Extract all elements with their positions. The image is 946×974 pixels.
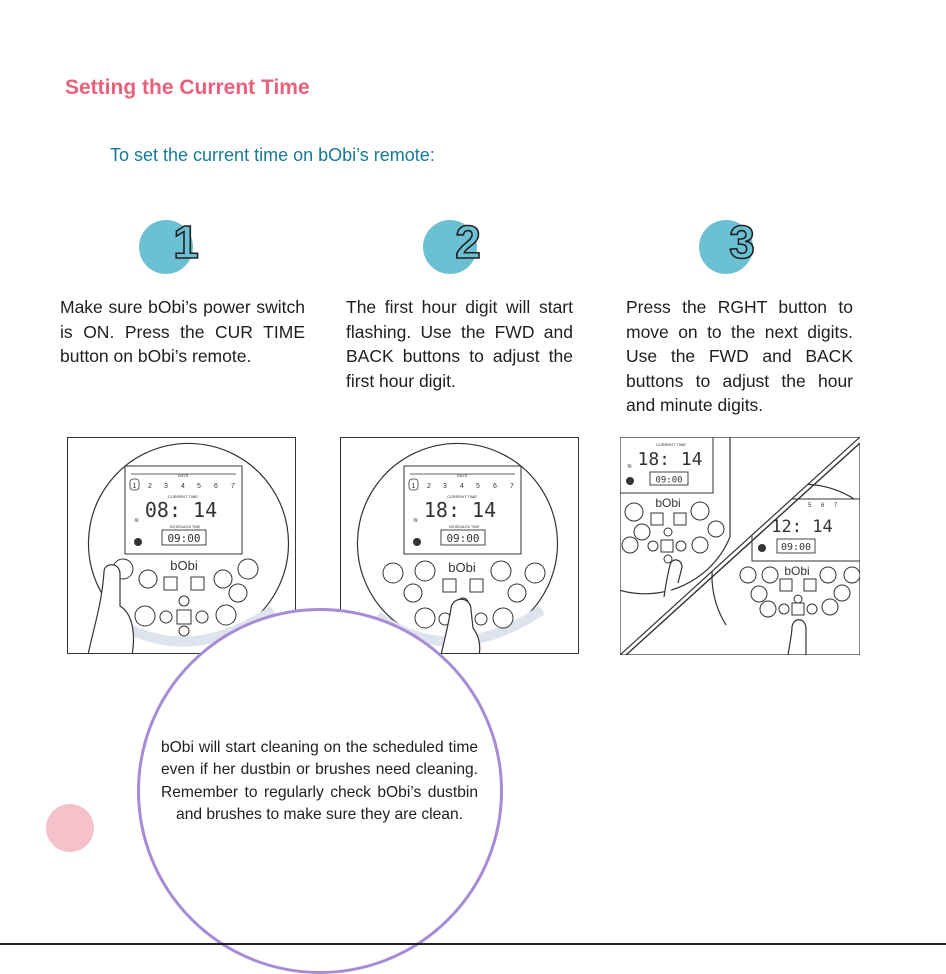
scheduled-time-label: SCHEDULED TIME — [449, 525, 481, 529]
step-1-number: 1 — [173, 216, 199, 268]
svg-text:≋: ≋ — [627, 464, 632, 470]
step-1-text: Make sure bObi’s power switch is ON. Pre… — [60, 297, 305, 366]
day-2: 2 — [427, 483, 431, 490]
day-2: 2 — [148, 483, 152, 490]
current-time-display: 18: 14 — [424, 498, 496, 522]
day-4: 4 — [460, 483, 464, 490]
current-time-label: CURRENT TIME — [447, 494, 477, 499]
brand-logo: bObi — [170, 558, 198, 573]
remote-illustration-1: DAYS 1 2 3 4 5 6 7 CURRENT TIME 08: 14 ≋… — [67, 437, 296, 654]
day-4: 4 — [181, 483, 185, 490]
step-2-text: The first hour digit will start flashing… — [346, 297, 573, 391]
tip-note-text: bObi will start cleaning on the schedule… — [161, 739, 478, 824]
remote-illustration-2: DAYS 1 2 3 4 5 6 7 CURRENT TIME 18: 14 ≋… — [340, 437, 579, 654]
day-6: 6 — [214, 483, 218, 490]
tip-callout-circle — [137, 608, 503, 974]
svg-text:≋: ≋ — [134, 518, 139, 524]
step-3-badge-graphic: 3 — [699, 215, 756, 274]
day-7: 7 — [510, 483, 514, 490]
day-header: DAYS — [178, 473, 189, 478]
step-2-badge: 2 — [420, 215, 590, 278]
remote-illustration-3: 5 6 7 12: 14 09:00 bObi CURRENT TIME 18:… — [620, 437, 860, 655]
day-6: 6 — [493, 483, 497, 490]
day-7: 7 — [834, 503, 838, 509]
day-header: DAYS — [457, 473, 468, 478]
step-3-badge: 3 — [696, 215, 866, 278]
day-7: 7 — [231, 483, 235, 490]
current-time-label: CURRENT TIME — [168, 494, 198, 499]
scheduled-time-display: 09:00 — [781, 542, 811, 553]
step-2-badge-graphic: 2 — [423, 215, 482, 274]
step-3-number: 3 — [729, 216, 755, 268]
brand-logo: bObi — [784, 564, 809, 578]
current-time-label: CURRENT TIME — [656, 442, 686, 447]
day-3: 3 — [164, 483, 168, 490]
day-1: 1 — [133, 483, 137, 490]
page-bottom-rule — [0, 943, 946, 945]
step-3-text: Press the RGHT button to move on to the … — [626, 297, 853, 415]
step-1-badge: 1 — [136, 215, 306, 278]
current-time-display: 08: 14 — [145, 498, 217, 522]
brand-logo-top: bObi — [655, 496, 680, 510]
page-subtitle: To set the current time on bObi’s remote… — [110, 145, 435, 165]
day-5: 5 — [197, 483, 201, 490]
scheduled-time-display: 09:00 — [167, 532, 200, 545]
svg-text:≋: ≋ — [413, 518, 418, 524]
scheduled-time-display: 09:00 — [446, 532, 479, 545]
current-time-display: 12: 14 — [771, 517, 832, 537]
brand-logo: bObi — [448, 560, 476, 575]
day-3: 3 — [443, 483, 447, 490]
step-2-number: 2 — [455, 216, 481, 268]
day-5: 5 — [476, 483, 480, 490]
day-6: 6 — [821, 503, 825, 509]
scheduled-time-display-top: 09:00 — [655, 476, 682, 486]
decorative-dot — [46, 804, 94, 852]
step-1-badge-graphic: 1 — [139, 215, 200, 274]
day-5: 5 — [808, 503, 812, 509]
day-1: 1 — [412, 483, 416, 490]
scheduled-time-label: SCHEDULED TIME — [170, 525, 202, 529]
current-time-display-top: 18: 14 — [637, 449, 702, 470]
page-title: Setting the Current Time — [65, 76, 310, 99]
